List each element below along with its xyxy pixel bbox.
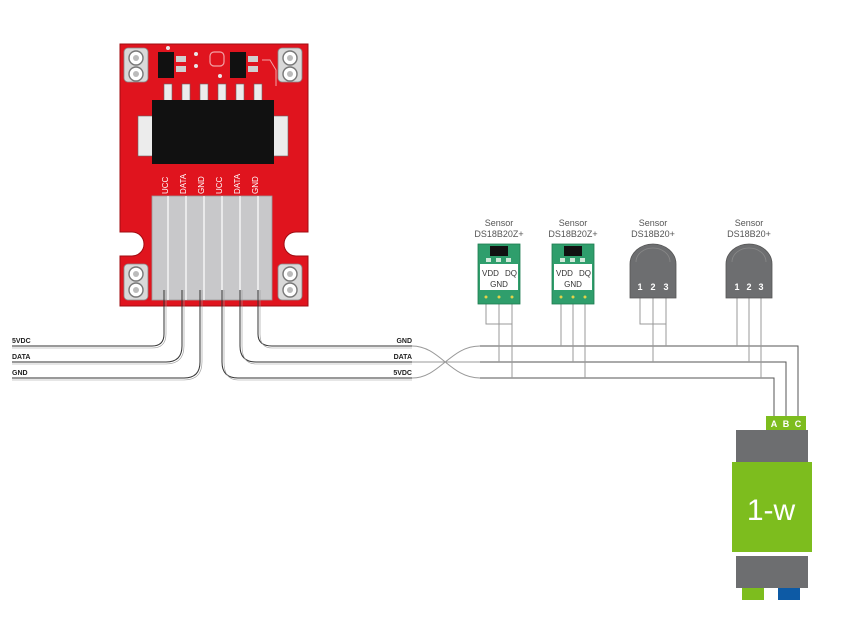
pin-label-6: GND xyxy=(251,176,260,194)
mounting-hole-bottom-right xyxy=(277,263,303,301)
right-bus-wires xyxy=(221,290,412,381)
terminal-a-label: A xyxy=(771,419,778,429)
mounting-hole-top-left xyxy=(123,47,149,83)
sensor-3-pin-2: 2 xyxy=(650,282,655,292)
sensor-ds18b20z-1: Sensor DS18B20Z+ VDD DQ GND xyxy=(474,218,524,305)
wire-left-data xyxy=(12,290,183,363)
terminal-b-label: B xyxy=(783,419,790,429)
sensor-4-title: Sensor xyxy=(735,218,764,228)
wire-left-gnd xyxy=(12,290,201,379)
wire-right-5vdc xyxy=(221,290,412,379)
right-label-5vdc: 5VDC xyxy=(393,370,412,377)
sensor-3-pin-3: 3 xyxy=(663,282,668,292)
left-bus-wires xyxy=(12,290,203,381)
chip-legs-top xyxy=(163,83,263,103)
sensor-ds18b20z-2: Sensor DS18B20Z+ VDD DQ GND xyxy=(548,218,598,305)
pin-label-1: UCC xyxy=(161,176,170,194)
left-label-5vdc: 5VDC xyxy=(12,338,31,345)
left-label-gnd: GND xyxy=(12,370,28,377)
chip-side-tab-right xyxy=(271,115,289,157)
sensor-2-pin-dq: DQ xyxy=(579,269,591,278)
sensor-2-model: DS18B20Z+ xyxy=(548,229,597,239)
smd-transistor-right xyxy=(209,51,277,86)
one-wire-module: A B C 1-w xyxy=(732,416,812,600)
sensor-ds18b20-1: Sensor DS18B20+ 1 2 3 xyxy=(629,218,677,299)
module-label: 1-w xyxy=(747,494,796,527)
bus-line-5vdc xyxy=(480,377,775,416)
sensor-3-title: Sensor xyxy=(639,218,668,228)
main-chip xyxy=(152,100,274,164)
pin-label-4: UCC xyxy=(215,176,224,194)
module-top-cap xyxy=(736,430,808,462)
bus-line-data xyxy=(480,361,787,416)
to92-package-1 xyxy=(629,243,677,299)
module-bottom-cap xyxy=(736,556,808,588)
sensor-ds18b20-2: Sensor DS18B20+ 1 2 3 xyxy=(725,218,773,299)
module-body xyxy=(732,462,812,552)
terminal-c-label: C xyxy=(795,419,802,429)
wire-left-5vdc xyxy=(12,290,165,347)
to92-package-2 xyxy=(725,243,773,299)
terminal-strip xyxy=(766,416,806,430)
smd-transistor-left xyxy=(158,46,198,78)
sensor-2-title: Sensor xyxy=(559,218,588,228)
sensor-1-pin-dq: DQ xyxy=(505,269,517,278)
pin-label-5: DATA xyxy=(233,173,242,194)
sensor-interface-board: UCC DATA GND UCC DATA GND xyxy=(119,43,309,307)
right-label-data: DATA xyxy=(394,354,412,361)
wire-right-data xyxy=(239,290,412,363)
sensor-2-pin-vdd: VDD xyxy=(556,269,573,278)
sensor-bus-lines xyxy=(411,298,799,416)
pin-label-group: UCC DATA GND UCC DATA GND xyxy=(161,173,260,194)
sensor-3-pin-1: 1 xyxy=(637,282,642,292)
sensor-4-pin-2: 2 xyxy=(746,282,751,292)
sensor-1-model: DS18B20Z+ xyxy=(474,229,523,239)
sensor-3-model: DS18B20+ xyxy=(631,229,675,239)
sensor-4-pin-3: 3 xyxy=(758,282,763,292)
pin-label-3: GND xyxy=(197,176,206,194)
bottom-connector-green xyxy=(742,588,764,600)
sensor-1-title: Sensor xyxy=(485,218,514,228)
bus-line-gnd xyxy=(480,345,799,416)
bottom-connector-blue xyxy=(778,588,800,600)
mounting-hole-top-right xyxy=(277,47,303,83)
terminal-block xyxy=(151,195,273,301)
wire-right-gnd xyxy=(257,290,412,347)
sensor-1-pin-gnd: GND xyxy=(490,280,508,289)
chip-side-tab-left xyxy=(137,115,155,157)
sensor-2-pin-gnd: GND xyxy=(564,280,582,289)
mounting-hole-bottom-left xyxy=(123,263,149,301)
right-label-gnd: GND xyxy=(396,338,412,345)
pin-label-2: DATA xyxy=(179,173,188,194)
sensor-4-pin-1: 1 xyxy=(734,282,739,292)
sensor-1-pin-vdd: VDD xyxy=(482,269,499,278)
left-label-data: DATA xyxy=(12,354,30,361)
sensor-4-model: DS18B20+ xyxy=(727,229,771,239)
